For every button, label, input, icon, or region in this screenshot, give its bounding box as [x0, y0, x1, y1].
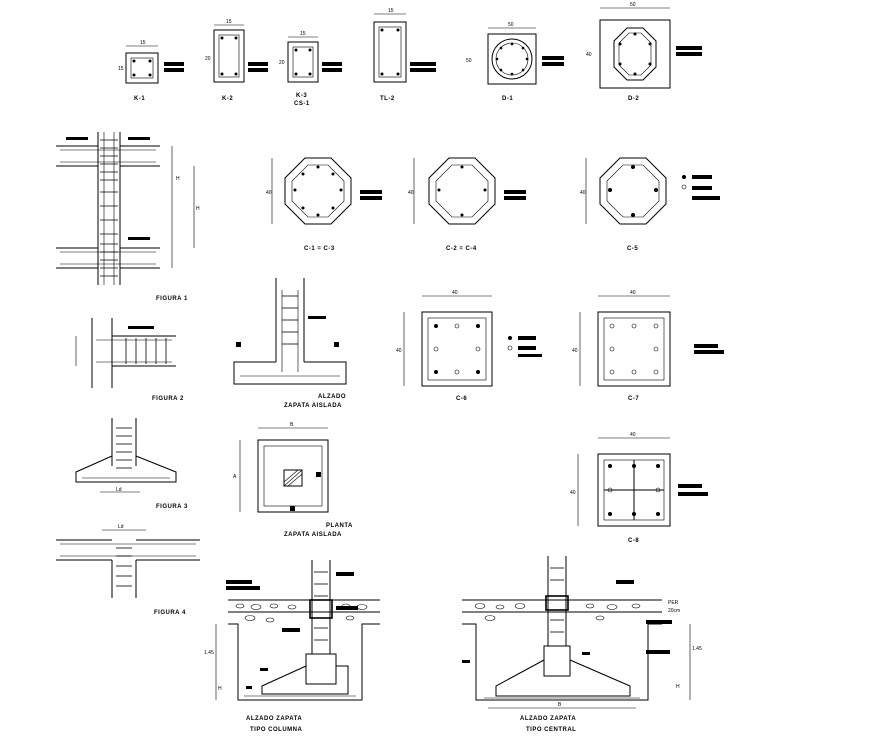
figure-3: Ld FIGURA 3: [75, 418, 188, 510]
fig3-dim-ld: Ld: [116, 487, 122, 493]
cen-dim-20cm: 20cm: [668, 608, 680, 614]
figure-2: FIGURA 2: [75, 318, 184, 402]
col-dim-h: H: [218, 686, 222, 692]
dim-d1-width: 50: [508, 22, 514, 28]
dim-k1-width: 15: [140, 40, 146, 46]
label-d1: D-1: [502, 96, 513, 102]
figure-1: H H FIGURA 1: [56, 132, 200, 302]
dim-k2-height: 20: [205, 56, 211, 62]
dim-k3-height: 20: [279, 60, 285, 66]
dim-c6-w: 40: [452, 290, 458, 296]
section-k3: 15 20 K-3 CS-1: [279, 31, 342, 107]
dim-c2: 40: [408, 190, 414, 196]
label-cen-2: TIPO CENTRAL: [526, 727, 576, 733]
label-d2: D-2: [628, 96, 639, 102]
label-cen-1: ALZADO ZAPATA: [520, 716, 576, 722]
dim-d2-height: 40: [586, 52, 592, 58]
dim-c8-h: 40: [570, 490, 576, 496]
fig1-dim-h2: H: [196, 206, 200, 212]
label-alzado-aislada-1: ALZADO: [318, 394, 346, 400]
cen-dim-per: PER: [668, 600, 679, 606]
dim-k1-height: 15: [118, 66, 124, 72]
dim-k3-width: 15: [300, 31, 306, 37]
dim-k2-width: 15: [226, 19, 232, 25]
label-c6: C-6: [456, 396, 467, 402]
section-c7: 40 40 C-7: [572, 290, 724, 402]
label-col-2: TIPO COLUMNA: [250, 727, 302, 733]
label-k3: K-3: [296, 93, 307, 99]
footing-column-type: 1.45 H ALZADO ZAPATA TIPO COLUMNA: [204, 560, 380, 733]
label-tl2: TL-2: [380, 96, 395, 102]
label-cs1: CS-1: [294, 101, 310, 107]
cen-dim-145: 1.45: [692, 646, 702, 652]
label-k2: K-2: [222, 96, 233, 102]
section-k2: 15 20 K-2: [205, 19, 268, 102]
label-figura1: FIGURA 1: [156, 296, 188, 302]
dim-d1-height: 50: [466, 58, 472, 64]
fig1-dim-h: H: [176, 176, 180, 182]
label-c2: C-2 = C-4: [446, 246, 477, 252]
cen-dim-b: B: [558, 702, 562, 708]
section-k1: 15 15 K-1: [118, 40, 184, 102]
cen-dim-h: H: [676, 684, 680, 690]
section-c6: 40 40 C-6: [396, 290, 542, 402]
label-planta-2: ZAPATA AISLADA: [284, 532, 342, 538]
dim-c7-w: 40: [630, 290, 636, 296]
footing-elevation: ALZADO ZAPATA AISLADA: [233, 278, 347, 409]
dim-d2-width: 50: [630, 2, 636, 8]
label-c5: C-5: [627, 246, 638, 252]
section-d1: 50 50 D-1: [466, 22, 564, 102]
col-dim-145: 1.45: [204, 650, 214, 656]
label-k1: K-1: [134, 96, 145, 102]
section-d2: 50 40 D-2: [586, 2, 702, 102]
dim-c5: 40: [580, 190, 586, 196]
label-col-1: ALZADO ZAPATA: [246, 716, 302, 722]
fig4-dim-ld: Ld: [118, 524, 124, 530]
label-alzado-aislada-2: ZAPATA AISLADA: [284, 403, 342, 409]
footing-plan: B A PLANTA ZAPATA AISLADA: [233, 422, 353, 538]
label-figura3: FIGURA 3: [156, 504, 188, 510]
dim-plan-a: A: [233, 474, 237, 480]
label-figura4: FIGURA 4: [154, 610, 186, 616]
section-c1: 40 C-1 = C-3: [266, 157, 382, 252]
dim-c8-w: 40: [630, 432, 636, 438]
section-c5: 40 C-5: [580, 157, 720, 252]
footing-central-type: PER 20cm 1.45 H B ALZADO ZAPATA TIPO CEN…: [462, 556, 702, 733]
section-c8: 40 40 C-8: [570, 432, 708, 544]
section-tl2: 15 TL-2: [373, 8, 436, 102]
dim-c1: 40: [266, 190, 272, 196]
label-c1: C-1 = C-3: [304, 246, 335, 252]
dim-plan-b: B: [290, 422, 294, 428]
dim-c6-h: 40: [396, 348, 402, 354]
label-planta-1: PLANTA: [326, 523, 353, 529]
label-c8: C-8: [628, 538, 639, 544]
label-c7: C-7: [628, 396, 639, 402]
section-c2: 40 C-2 = C-4: [408, 157, 526, 252]
dim-c7-h: 40: [572, 348, 578, 354]
figure-4: Ld FIGURA 4: [56, 524, 200, 616]
label-figura2: FIGURA 2: [152, 396, 184, 402]
dim-tl2-width: 15: [388, 8, 394, 14]
